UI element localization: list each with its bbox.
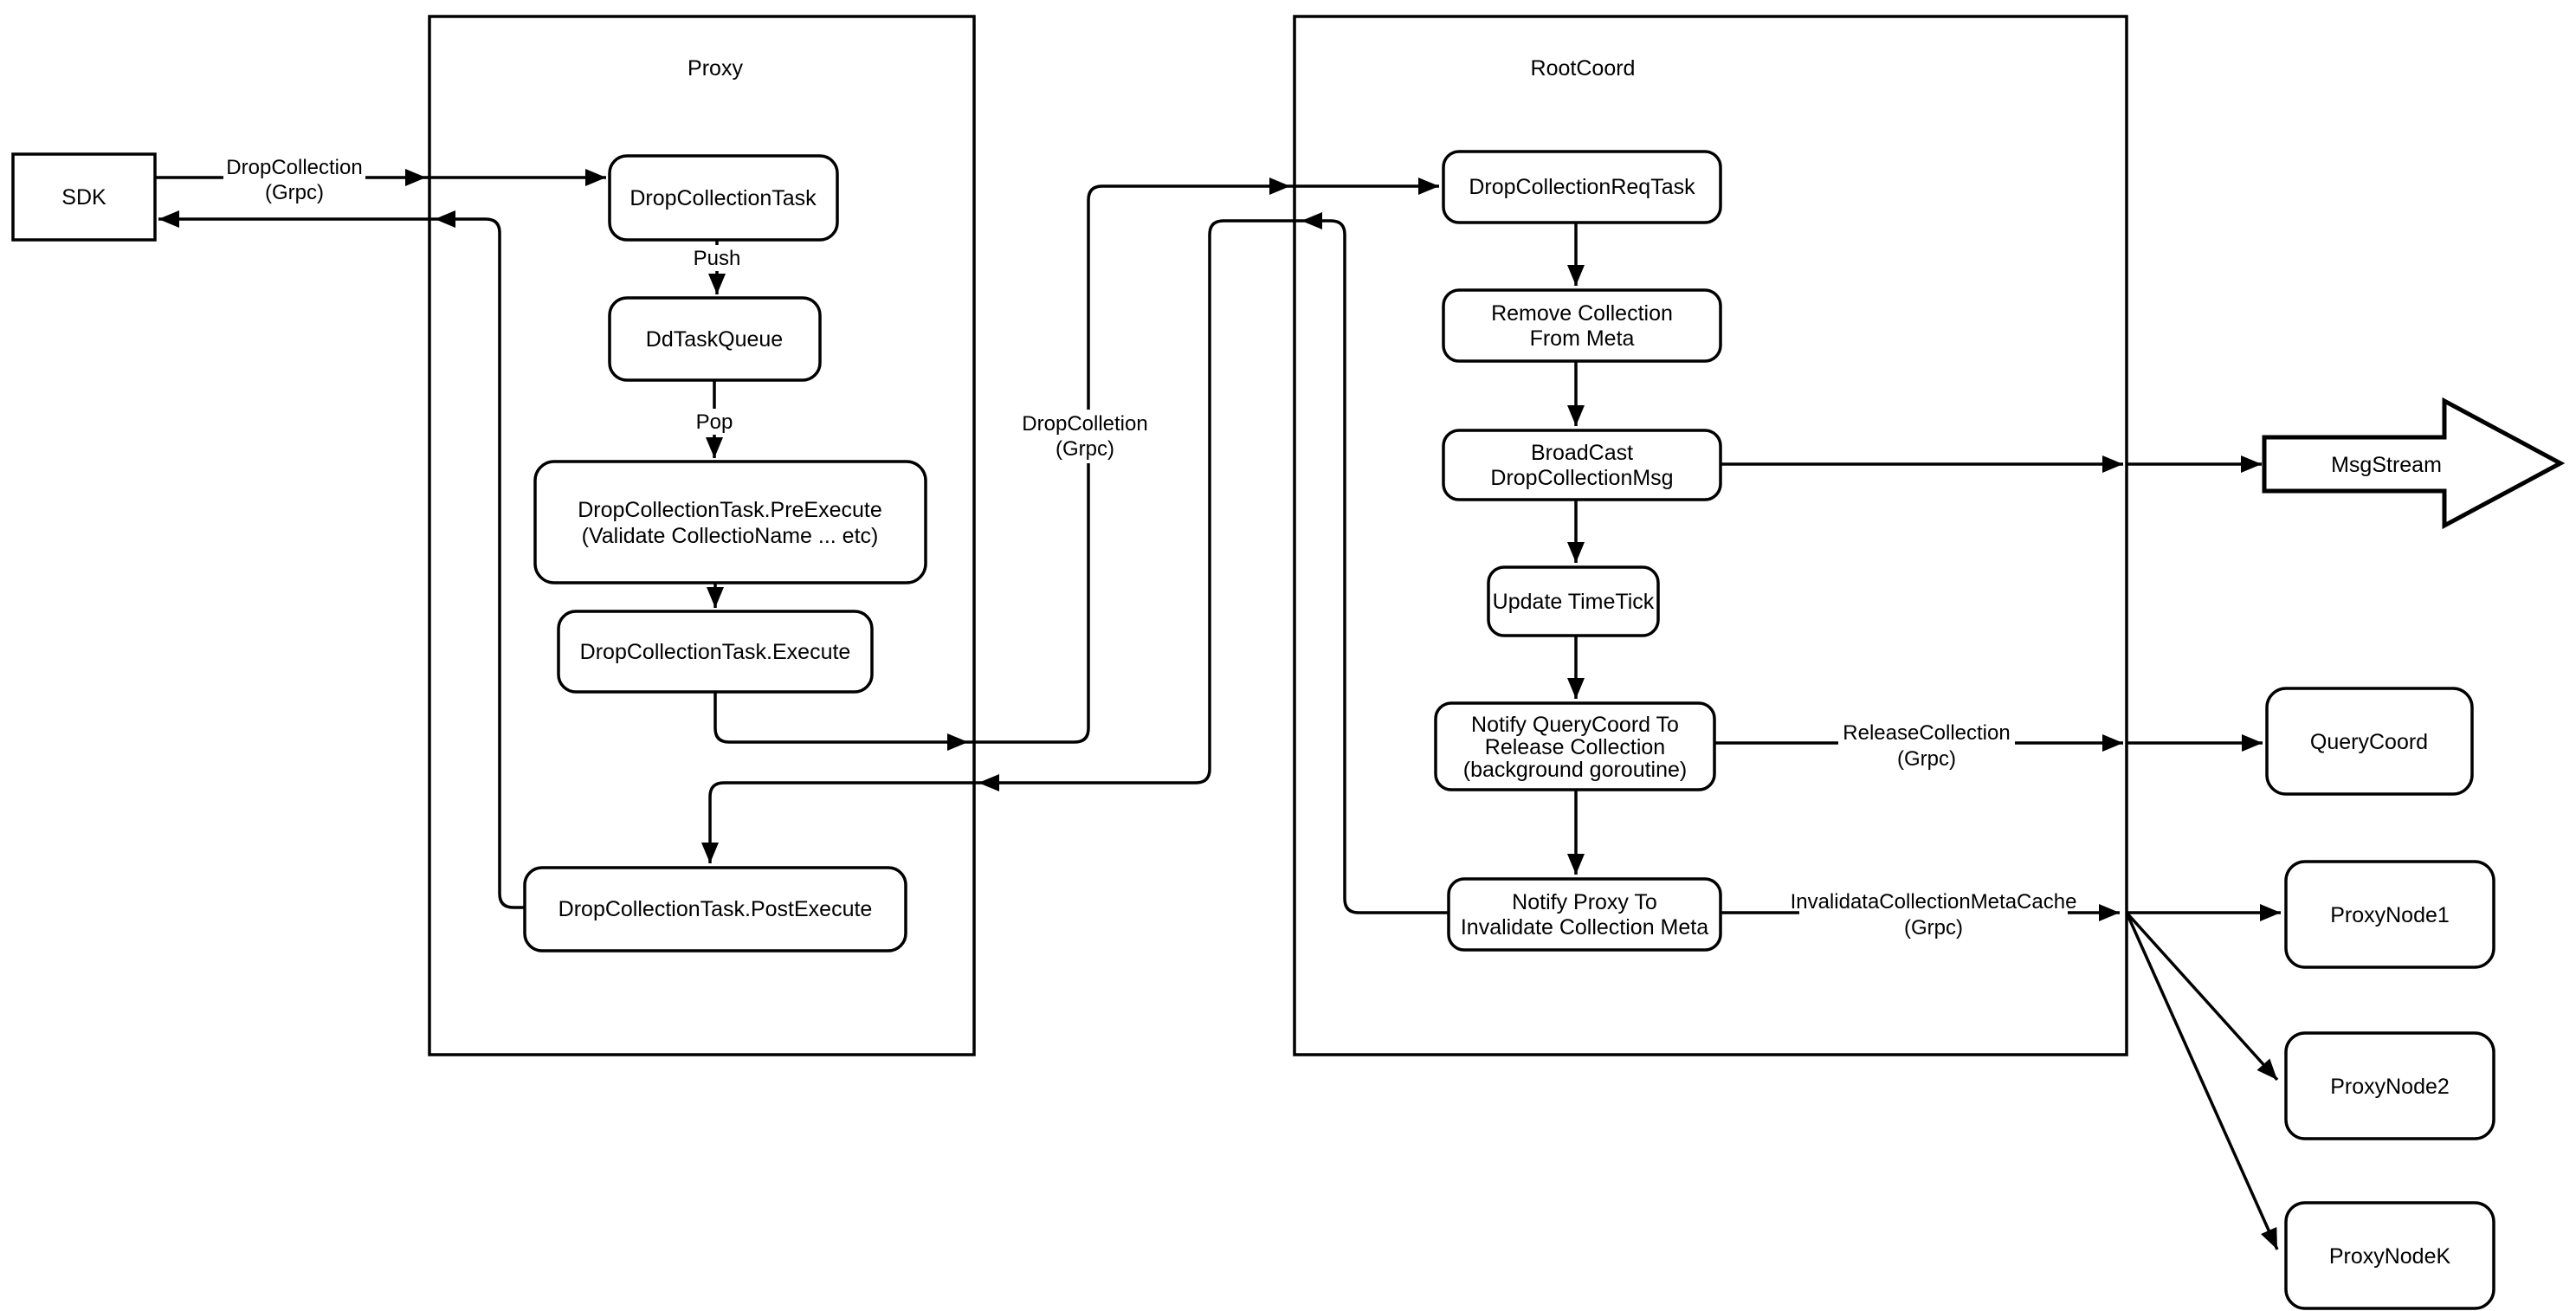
svg-text:Update TimeTick: Update TimeTick [1493, 590, 1655, 614]
svg-text:DropCollectionTask: DropCollectionTask [629, 186, 817, 210]
node-proxynode2: ProxyNode2 [2284, 1031, 2495, 1140]
edge-boundary-to-proxynode2 [2125, 911, 2279, 1082]
node-dd-task-queue: DdTaskQueue [608, 296, 822, 382]
node-msgstream: MsgStream [2262, 397, 2566, 530]
label-dropcolletion-grpc-mid: DropColletion (Grpc) [1018, 410, 1152, 463]
svg-text:DropCollectionReqTask: DropCollectionReqTask [1469, 175, 1695, 199]
svg-text:Notify Proxy To: Notify Proxy To [1512, 890, 1657, 914]
label-dropcollection-grpc-sdk: DropCollection (Grpc) [223, 153, 365, 207]
node-update-timetick: Update TimeTick [1487, 565, 1660, 637]
edge-proxy-to-postexecute [701, 781, 978, 863]
svg-text:(background goroutine): (background goroutine) [1463, 758, 1688, 782]
label-pop: Pop [690, 409, 739, 435]
svg-text:QueryCoord: QueryCoord [2310, 730, 2428, 754]
svg-text:DropColletion: DropColletion [1022, 412, 1147, 436]
svg-text:ReleaseCollection: ReleaseCollection [1843, 721, 2010, 745]
edge-postexecute-to-proxy-boundary [435, 210, 525, 909]
node-drop-collection-task: DropCollectionTask [608, 154, 839, 242]
svg-text:DdTaskQueue: DdTaskQueue [646, 327, 783, 352]
svg-text:(Grpc): (Grpc) [1897, 747, 1956, 771]
svg-text:(Grpc): (Grpc) [1904, 916, 1963, 940]
svg-text:Invalidate Collection Meta: Invalidate Collection Meta [1461, 915, 1708, 940]
svg-text:MsgStream: MsgStream [2331, 453, 2442, 477]
node-drop-collection-req-task: DropCollectionReqTask [1442, 150, 1722, 224]
label-releasecollection-grpc: ReleaseCollection (Grpc) [1838, 720, 2015, 772]
label-invalidatacollectionmetacache-grpc: InvalidataCollectionMetaCache (Grpc) [1791, 888, 2077, 940]
node-remove-collection-from-meta: Remove Collection From Meta [1442, 288, 1722, 363]
svg-text:BroadCast: BroadCast [1531, 441, 1633, 465]
svg-text:Notify QueryCoord To: Notify QueryCoord To [1471, 713, 1679, 737]
svg-text:ProxyNodeK: ProxyNodeK [2329, 1244, 2451, 1269]
svg-text:DropCollection: DropCollection [226, 156, 362, 179]
svg-text:InvalidataCollectionMetaCache: InvalidataCollectionMetaCache [1791, 890, 2077, 914]
edge-proxy-to-rootcoord [968, 178, 1290, 744]
svg-text:SDK: SDK [61, 185, 107, 210]
svg-text:ProxyNode1: ProxyNode1 [2330, 903, 2450, 927]
node-notify-proxy: Notify Proxy To Invalidate Collection Me… [1447, 877, 1722, 952]
node-pre-execute: DropCollectionTask.PreExecute (Validate … [533, 460, 927, 584]
node-proxynode1: ProxyNode1 [2284, 860, 2495, 969]
node-sdk: SDK [11, 152, 157, 242]
label-push: Push [688, 245, 746, 271]
edge-boundary-to-proxynodek [2125, 912, 2279, 1250]
edge-execute-to-proxy-boundary [713, 692, 968, 751]
svg-text:(Validate CollectioName ... et: (Validate CollectioName ... etc) [582, 524, 879, 548]
svg-text:DropCollectionTask.PreExecute: DropCollectionTask.PreExecute [578, 498, 882, 522]
svg-text:DropCollectionTask.Execute: DropCollectionTask.Execute [580, 640, 851, 664]
svg-text:DropCollectionTask.PostExecute: DropCollectionTask.PostExecute [558, 897, 873, 921]
node-broadcast-dropcollectionmsg: BroadCast DropCollectionMsg [1442, 429, 1722, 501]
svg-text:DropCollectionMsg: DropCollectionMsg [1490, 466, 1673, 490]
node-notify-querycoord: Notify QueryCoord To Release Collection … [1434, 701, 1716, 791]
proxy-container: Proxy [428, 15, 976, 1056]
node-post-execute: DropCollectionTask.PostExecute [523, 866, 907, 953]
edge-rootcoord-to-proxy-return [978, 219, 1301, 791]
rootcoord-title: RootCoord [1531, 56, 1636, 81]
svg-text:Push: Push [694, 247, 741, 270]
edge-notifyproxy-to-rootcoord-boundary [1301, 212, 1449, 914]
proxy-title: Proxy [688, 56, 743, 81]
svg-text:Remove Collection: Remove Collection [1491, 301, 1673, 326]
svg-text:Pop: Pop [696, 410, 733, 434]
svg-text:(Grpc): (Grpc) [265, 181, 324, 204]
svg-text:(Grpc): (Grpc) [1056, 437, 1114, 461]
svg-text:ProxyNode2: ProxyNode2 [2330, 1075, 2450, 1099]
svg-text:Release Collection: Release Collection [1485, 735, 1665, 759]
node-proxynodek: ProxyNodeK [2284, 1201, 2495, 1310]
rootcoord-container: RootCoord [1293, 15, 2128, 1056]
node-execute: DropCollectionTask.Execute [557, 610, 874, 694]
svg-text:From Meta: From Meta [1530, 326, 1635, 351]
node-querycoord: QueryCoord [2265, 687, 2474, 796]
